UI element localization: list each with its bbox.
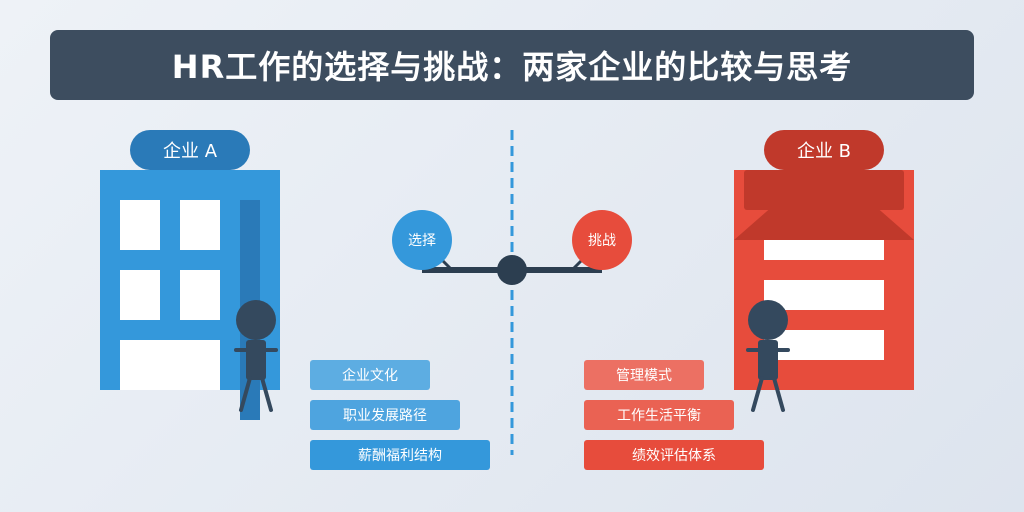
company-b-tag-performance: 绩效评估体系 (584, 440, 764, 470)
challenge-label: 挑战 (588, 233, 616, 249)
building-a-window (180, 270, 220, 320)
company-a-badge: 企业 A (130, 130, 250, 170)
person-a-icon (234, 300, 278, 412)
choice-pan (392, 210, 452, 270)
company-b-badge: 企业 B (764, 130, 884, 170)
choice-label: 选择 (408, 233, 436, 249)
building-a-window (180, 200, 220, 250)
title-bar: HR工作的选择与挑战：两家企业的比较与思考 (50, 30, 974, 100)
company-a-tag-career: 职业发展路径 (310, 400, 460, 430)
company-a-tag-compensation: 薪酬福利结构 (310, 440, 490, 470)
building-a-window (120, 200, 160, 250)
building-a (100, 170, 280, 420)
building-b-stripe (764, 330, 884, 360)
person-b-icon (746, 300, 790, 412)
company-a-tag-culture: 企业文化 (310, 360, 430, 390)
building-b-roof (734, 205, 914, 240)
page-title: HR工作的选择与挑战：两家企业的比较与思考 (171, 48, 853, 86)
building-b-roof-top (744, 170, 904, 210)
balance-pivot (497, 255, 527, 285)
company-b-tag-balance: 工作生活平衡 (584, 400, 734, 430)
building-a-door (120, 340, 220, 390)
company-b-tag-management: 管理模式 (584, 360, 704, 390)
balance-scale: 选择 挑战 (392, 210, 632, 285)
challenge-pan (572, 210, 632, 270)
building-a-window (120, 270, 160, 320)
building-b-stripe (764, 280, 884, 310)
